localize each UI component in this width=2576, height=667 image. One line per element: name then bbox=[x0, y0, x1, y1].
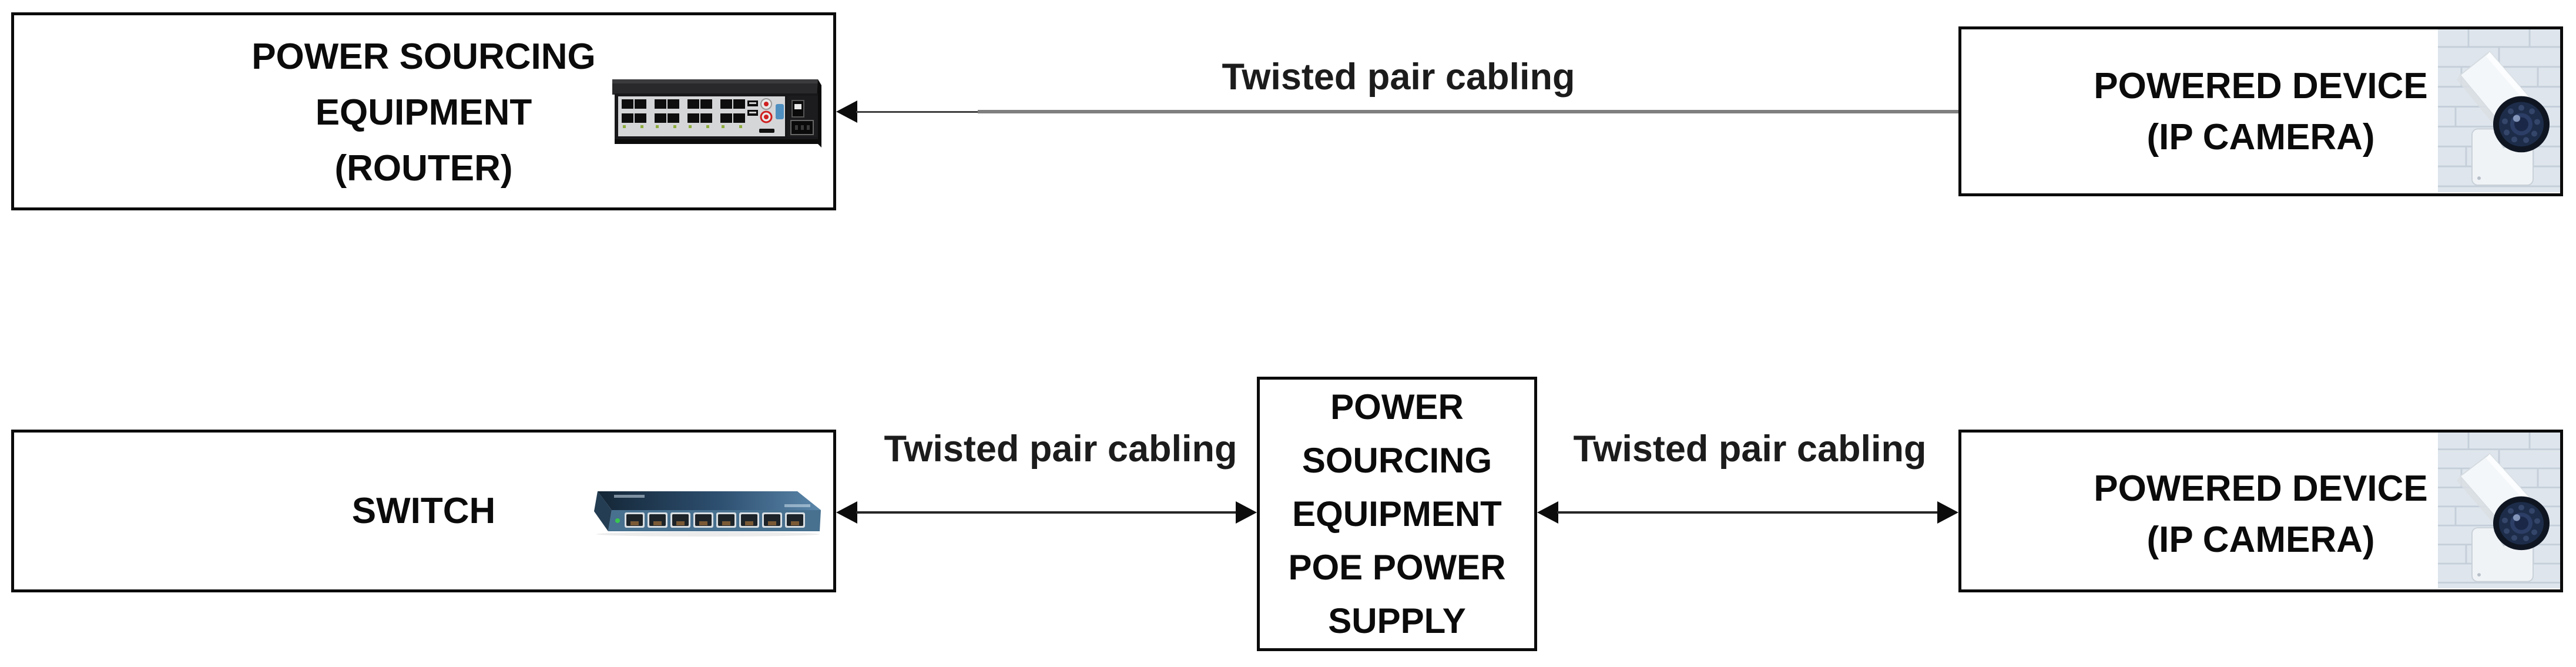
box-label-line: POWERED DEVICE bbox=[2094, 65, 2428, 106]
arrowhead-left-icon bbox=[836, 100, 857, 123]
box-pse-poe-supply: POWER SOURCING EQUIPMENT POE POWER SUPPL… bbox=[1257, 377, 1537, 651]
cable-line bbox=[856, 111, 978, 113]
camera-lens bbox=[2493, 496, 2550, 551]
ip-camera-image bbox=[2438, 433, 2560, 588]
arrowhead-right-icon bbox=[1236, 501, 1257, 524]
box-switch-label: SWITCH bbox=[352, 491, 496, 532]
arrowhead-left-icon bbox=[1537, 501, 1558, 524]
box-label-line: POWERED DEVICE bbox=[2094, 468, 2428, 509]
power-led bbox=[615, 518, 620, 523]
box-pse-router-label: POWER SOURCING EQUIPMENT (ROUTER) bbox=[251, 26, 596, 196]
vga-port bbox=[776, 104, 784, 119]
box-pse-router: POWER SOURCING EQUIPMENT (ROUTER) bbox=[11, 12, 836, 210]
cable-label-top: Twisted pair cabling bbox=[1222, 56, 1575, 98]
box-label-line: (IP CAMERA) bbox=[2146, 519, 2375, 560]
cable-line bbox=[856, 511, 1237, 514]
switch-ports bbox=[625, 512, 805, 528]
usb-ports bbox=[747, 100, 758, 116]
box-label-line: POWER SOURCING bbox=[251, 36, 596, 77]
router-image bbox=[612, 79, 821, 148]
box-label-line: EQUIPMENT bbox=[315, 92, 532, 133]
switch-image bbox=[594, 491, 821, 537]
cable-label-bottom-right: Twisted pair cabling bbox=[1573, 428, 1927, 470]
box-label-line: POWER bbox=[1330, 387, 1464, 427]
camera-lens bbox=[2493, 96, 2550, 153]
connector-top bbox=[836, 100, 1958, 123]
box-label-line: (ROUTER) bbox=[334, 148, 513, 189]
box-powered-device-top-label: POWERED DEVICE (IP CAMERA) bbox=[2094, 61, 2427, 163]
rj45-ports bbox=[622, 99, 745, 123]
box-powered-device-top: POWERED DEVICE (IP CAMERA) bbox=[1958, 26, 2563, 196]
cable-line bbox=[1557, 511, 1938, 514]
box-label-line: EQUIPMENT bbox=[1292, 494, 1502, 534]
box-label-line: SUPPLY bbox=[1328, 601, 1466, 641]
box-powered-device-bottom: POWERED DEVICE (IP CAMERA) bbox=[1958, 430, 2563, 592]
ip-camera-image bbox=[2438, 29, 2560, 192]
hdmi-port bbox=[759, 129, 774, 133]
box-pse-poe-supply-label: POWER SOURCING EQUIPMENT POE POWER SUPPL… bbox=[1288, 380, 1505, 648]
arrowhead-right-icon bbox=[1937, 501, 1958, 524]
connector-bottom-right bbox=[1537, 501, 1958, 524]
power-module bbox=[787, 96, 818, 137]
box-label-line: (IP CAMERA) bbox=[2146, 116, 2375, 157]
connector-bottom-left bbox=[836, 501, 1257, 524]
cable-line bbox=[978, 110, 1958, 113]
box-label-line: POE POWER bbox=[1288, 548, 1506, 587]
box-label-line: SWITCH bbox=[351, 490, 496, 531]
box-label-line: SOURCING bbox=[1302, 441, 1492, 480]
arrowhead-left-icon bbox=[836, 501, 857, 524]
cable-label-bottom-left: Twisted pair cabling bbox=[884, 428, 1237, 470]
rca-jacks bbox=[760, 98, 773, 123]
box-powered-device-bottom-label: POWERED DEVICE (IP CAMERA) bbox=[2094, 457, 2427, 565]
box-switch: SWITCH bbox=[11, 430, 836, 592]
